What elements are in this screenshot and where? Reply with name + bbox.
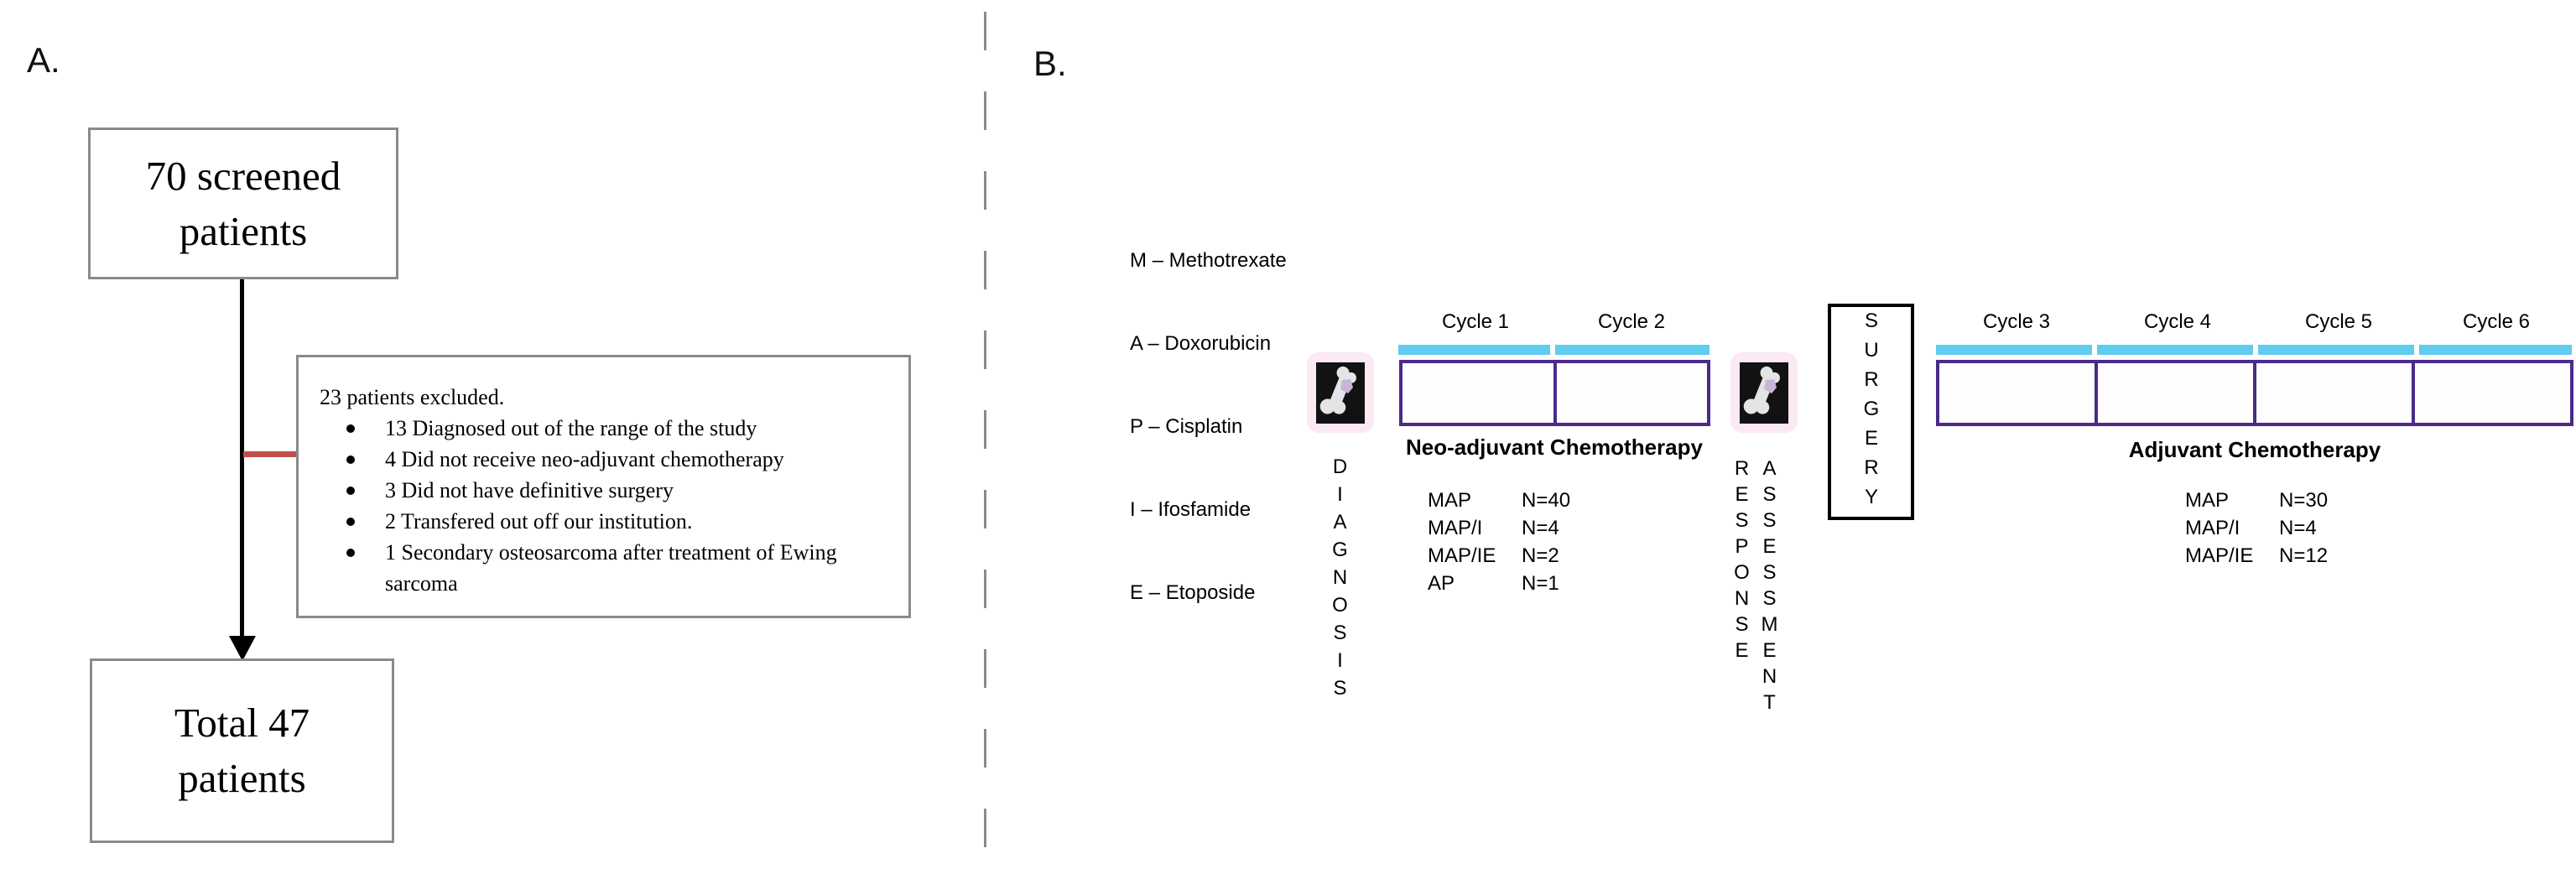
legend-doxorubicin: A – Doxorubicin: [1130, 332, 1272, 355]
regimen-count: N=12: [2279, 544, 2329, 567]
cycle-1-label: Cycle 1: [1441, 310, 1510, 333]
excluded-item: 1 Secondary osteosarcoma after treatment…: [320, 537, 893, 599]
adjuvant-regimen-table: MAP N=30 MAP/I N=4 MAP/IE N=12: [2185, 487, 2328, 570]
cycle-1-cell: [1402, 363, 1553, 423]
cycle-4-cell: [2095, 363, 2253, 423]
cycle-4-label: Cycle 4: [2143, 310, 2212, 333]
bullet-icon: [346, 518, 355, 526]
total-patients-line1: Total 47: [174, 700, 310, 746]
cycle-2-duration-bar: [1555, 345, 1710, 355]
flow-arrow-line: [240, 279, 244, 638]
cycle-2-cell: [1553, 363, 1708, 423]
excluded-item-text: 13 Diagnosed out of the range of the stu…: [385, 416, 757, 440]
cycle-5-cell: [2253, 363, 2412, 423]
total-patients-line2: patients: [178, 755, 306, 801]
bullet-icon: [346, 487, 355, 495]
panel-divider-dashed-line: [984, 12, 986, 881]
regimen-row: MAP/IE N=12: [2185, 542, 2328, 570]
bullet-icon: [346, 424, 355, 433]
regimen-name: MAP: [2185, 489, 2230, 512]
screened-patients-line2: patients: [179, 207, 308, 254]
excluded-title: 23 patients excluded.: [320, 385, 505, 409]
regimen-count: N=40: [1522, 489, 1571, 512]
cycle-5-duration-bar: [2258, 345, 2414, 355]
legend-ifosfamide: I – Ifosfamide: [1130, 498, 1252, 521]
neoadjuvant-title: Neo-adjuvant Chemotherapy: [1406, 435, 1703, 460]
excluded-item: 13 Diagnosed out of the range of the stu…: [320, 413, 893, 444]
bullet-icon: [346, 549, 355, 557]
cycle-6-label: Cycle 6: [2462, 310, 2531, 333]
stage-surgery-label: SURGERY: [1860, 309, 1883, 515]
surgery-box: SURGERY: [1828, 304, 1914, 520]
regimen-row: MAP N=40: [1428, 487, 1570, 514]
regimen-row: MAP/I N=4: [1428, 514, 1570, 542]
bone-xray-graphic: [1316, 362, 1365, 424]
cycle-6-cell: [2412, 363, 2570, 423]
exclusion-connector-line: [243, 451, 297, 457]
legend-methotrexate: M – Methotrexate: [1130, 249, 1287, 272]
total-patients-box: Total 47 patients: [90, 658, 394, 843]
regimen-count: N=1: [1522, 572, 1559, 595]
legend-etoposide: E – Etoposide: [1130, 581, 1256, 604]
excluded-item-text: 2 Transfered out off our institution.: [385, 509, 693, 533]
excluded-item: 4 Did not receive neo-adjuvant chemother…: [320, 444, 893, 475]
regimen-name: AP: [1428, 572, 1455, 595]
screened-patients-line1: 70 screened: [145, 152, 341, 199]
cycle-1-duration-bar: [1398, 345, 1550, 355]
stage-response-assessment: RESPONSE ASSESSMENT: [1730, 457, 1781, 717]
regimen-row: MAP/I N=4: [2185, 514, 2328, 542]
regimen-name: MAP/I: [2185, 517, 2240, 539]
adjuvant-cycles-box: [1936, 360, 2573, 426]
neoadjuvant-regimen-table: MAP N=40 MAP/I N=4 MAP/IE N=2 AP N=1: [1428, 487, 1570, 597]
cycle-5-label: Cycle 5: [2304, 310, 2373, 333]
regimen-count: N=4: [1522, 517, 1559, 539]
cycle-6-duration-bar: [2419, 345, 2572, 355]
screened-patients-box: 70 screened patients: [88, 128, 398, 279]
legend-cisplatin: P – Cisplatin: [1130, 415, 1243, 438]
stage-assessment-label: ASSESSMENT: [1758, 457, 1781, 717]
screened-patients-text: 70 screened patients: [146, 148, 341, 259]
cycle-3-cell: [1939, 363, 2095, 423]
flow-arrow-head-icon: [229, 636, 256, 661]
adjuvant-title: Adjuvant Chemotherapy: [2128, 437, 2381, 462]
excluded-item: 2 Transfered out off our institution.: [320, 506, 893, 537]
regimen-name: MAP/IE: [2185, 544, 2254, 567]
panel-b-label: B.: [1033, 44, 1067, 83]
regimen-count: N=30: [2279, 489, 2329, 512]
excluded-item-text: 3 Did not have definitive surgery: [385, 478, 674, 502]
cycle-4-duration-bar: [2097, 345, 2253, 355]
cycle-2-label: Cycle 2: [1597, 310, 1666, 333]
excluded-patients-box: 23 patients excluded. 13 Diagnosed out o…: [296, 355, 911, 618]
bone-xray-icon: [1307, 352, 1374, 433]
excluded-item-text: 1 Secondary osteosarcoma after treatment…: [385, 540, 837, 596]
neoadjuvant-cycles-box: [1399, 360, 1710, 426]
bone-xray-graphic: [1740, 362, 1788, 424]
bullet-icon: [346, 455, 355, 464]
stage-response-label: RESPONSE: [1730, 457, 1753, 665]
regimen-row: MAP N=30: [2185, 487, 2328, 514]
regimen-name: MAP/I: [1428, 517, 1483, 539]
total-patients-text: Total 47 patients: [174, 695, 310, 806]
cycle-3-label: Cycle 3: [1982, 310, 2051, 333]
drug-legend: M – Methotrexate A – Doxorubicin P – Cis…: [1130, 191, 1287, 662]
regimen-name: MAP/IE: [1428, 544, 1496, 567]
panel-a-label: A.: [27, 40, 60, 80]
cycle-3-duration-bar: [1936, 345, 2092, 355]
excluded-item: 3 Did not have definitive surgery: [320, 475, 893, 506]
stage-diagnosis-label: DIAGNOSIS: [1329, 455, 1351, 705]
regimen-count: N=2: [1522, 544, 1559, 567]
regimen-count: N=4: [2279, 517, 2317, 539]
regimen-row: AP N=1: [1428, 570, 1570, 597]
regimen-row: MAP/IE N=2: [1428, 542, 1570, 570]
excluded-item-text: 4 Did not receive neo-adjuvant chemother…: [385, 447, 784, 471]
regimen-name: MAP: [1428, 489, 1472, 512]
bone-xray-icon: [1730, 352, 1798, 433]
